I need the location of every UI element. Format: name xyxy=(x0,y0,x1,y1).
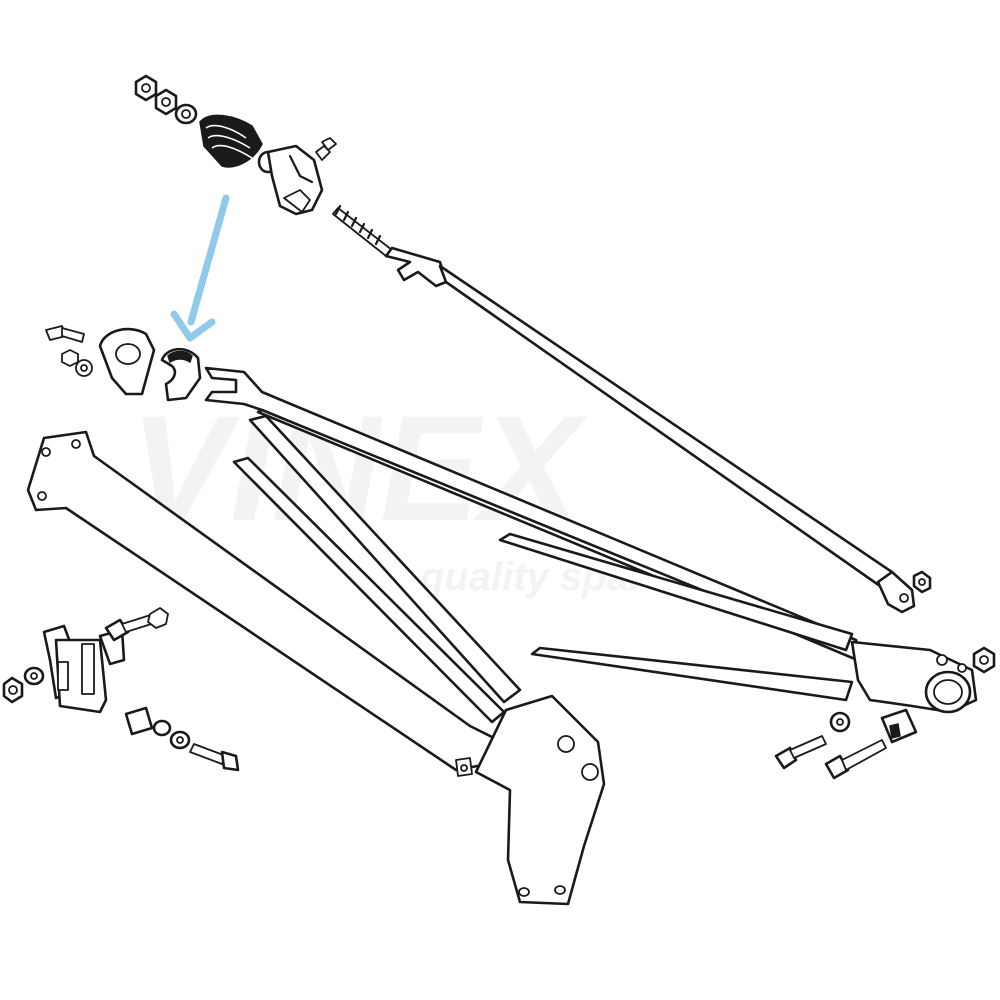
lower-hub-casting xyxy=(455,694,606,906)
top-fittings xyxy=(134,74,337,216)
split-bush-assembly xyxy=(45,325,202,402)
pivot-boss xyxy=(850,640,978,714)
right-hardware xyxy=(774,646,996,780)
bracket-assembly xyxy=(2,607,240,772)
split-bush-half-shell xyxy=(160,347,202,402)
bolt xyxy=(774,735,827,770)
rubber-gaiter xyxy=(199,114,263,168)
bolt xyxy=(824,739,887,780)
lock-washer xyxy=(829,711,851,733)
highlight-arrow xyxy=(170,194,230,342)
joint-housing xyxy=(257,137,337,216)
radius-arm-frame xyxy=(26,366,978,906)
tie-rod xyxy=(332,204,932,614)
